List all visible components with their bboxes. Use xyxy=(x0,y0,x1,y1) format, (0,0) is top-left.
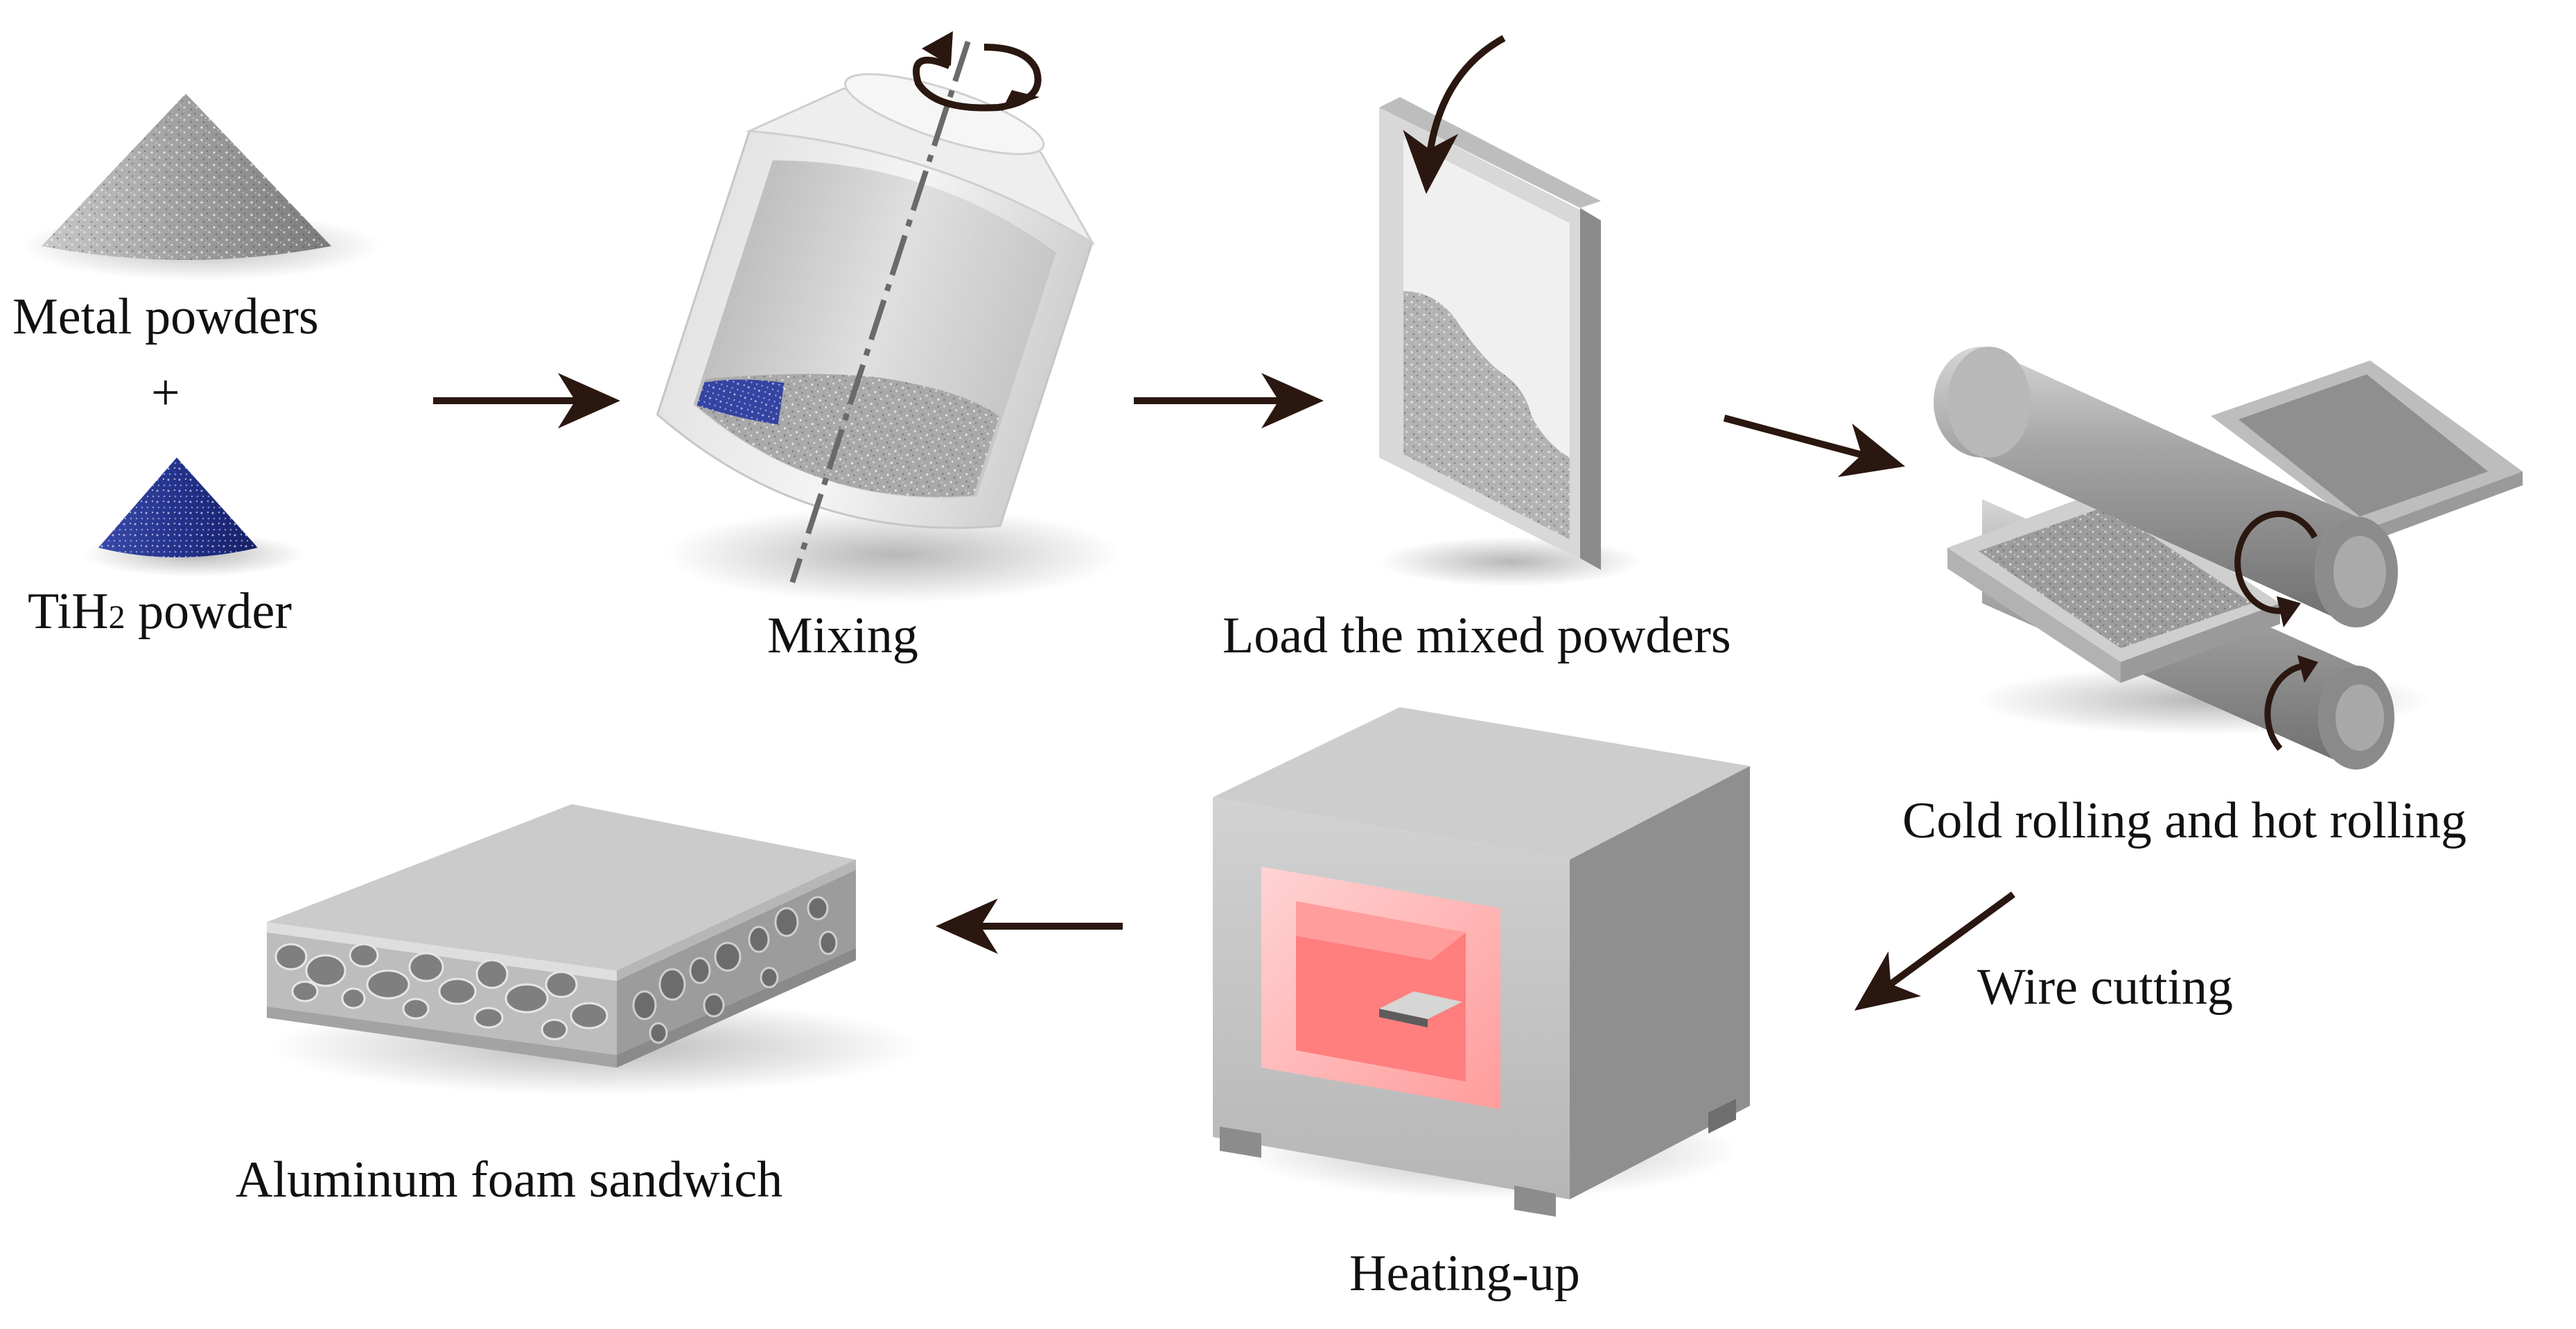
mixing-jar-icon xyxy=(656,31,1123,603)
label-mixing: Mixing xyxy=(767,607,918,664)
label-cold-hot-rolling: Cold rolling and hot rolling xyxy=(1902,792,2467,849)
label-tih2-powder: TiH2 powder xyxy=(28,586,292,637)
label-plus: + xyxy=(151,365,180,422)
label-heating-up: Heating-up xyxy=(1349,1245,1580,1302)
label-load-mixed-powders: Load the mixed powders xyxy=(1223,607,1731,664)
metal-powder-cone-icon xyxy=(21,94,381,281)
foam-sandwich-panel-icon xyxy=(267,804,922,1095)
label-metal-powders: Metal powders xyxy=(12,288,319,345)
arrow-to-rolling xyxy=(1723,415,1905,478)
powder-mold-icon xyxy=(1379,35,1642,587)
arrow-wire-cutting xyxy=(1854,891,2015,1011)
rolling-mill-icon xyxy=(1934,347,2523,770)
label-tih2-suffix: powder xyxy=(125,583,292,640)
tih2-powder-cone-icon xyxy=(83,458,305,577)
rotation-arrow-icon xyxy=(913,31,1042,112)
label-tih2-subscript: 2 xyxy=(108,599,125,636)
furnace-icon xyxy=(1213,707,1750,1217)
label-aluminum-foam-sandwich: Aluminum foam sandwich xyxy=(236,1152,783,1208)
label-wire-cutting: Wire cutting xyxy=(1977,959,2233,1016)
label-tih2-prefix: TiH xyxy=(28,583,109,640)
